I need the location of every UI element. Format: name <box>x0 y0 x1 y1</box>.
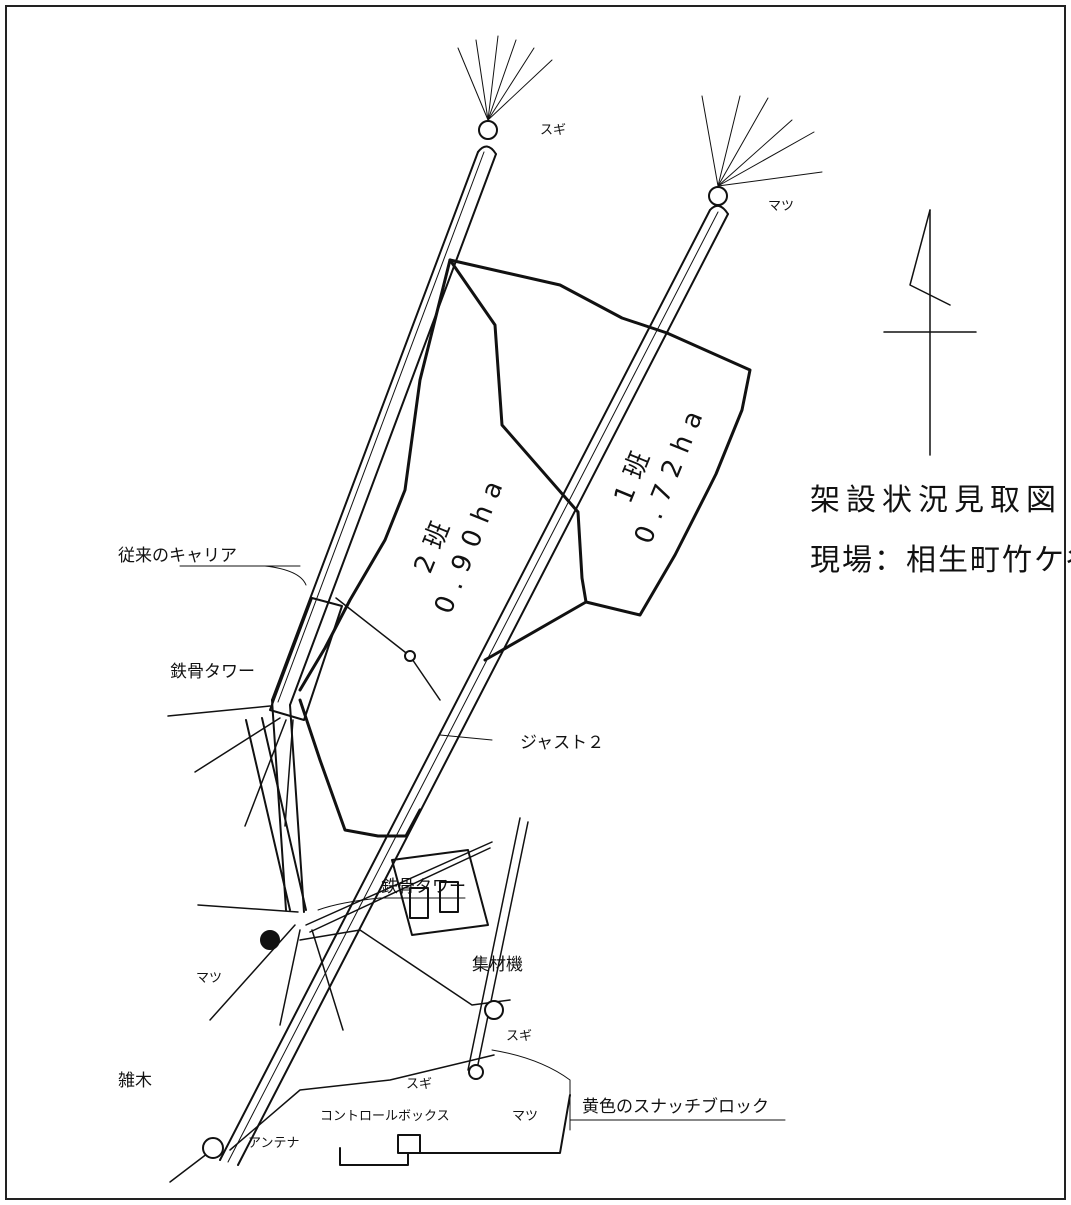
label-antenna: アンテナ <box>248 1136 299 1151</box>
label-snatch-block: 黄色のスナッチブロック <box>582 1096 769 1117</box>
label-zatsuboku: 雑木 <box>118 1071 152 1091</box>
page-border <box>5 5 1066 1200</box>
label-sugi-top: スギ <box>540 123 566 138</box>
north-arrow <box>883 209 977 456</box>
plot-2-label: 2班 0.90ha <box>409 468 513 619</box>
snatch-lines <box>229 817 529 1151</box>
fan-top-left <box>457 35 553 121</box>
label-matsu-right: マツ <box>512 1109 538 1124</box>
carrier-box <box>269 597 343 721</box>
leader-lines <box>179 565 786 1131</box>
tree-nodes <box>202 120 728 1159</box>
yarder <box>391 849 489 936</box>
left-corridor <box>271 145 497 706</box>
plot-1-label: 1班 0.72ha <box>609 398 713 549</box>
plot-boundary <box>298 258 752 838</box>
label-conventional-carrier: 従来のキャリア <box>118 546 237 566</box>
label-matsu-left: マツ <box>196 971 222 986</box>
label-control-box: コントロールボックス <box>320 1109 450 1124</box>
fan-top-right <box>701 95 823 187</box>
label-matsu-top: マツ <box>768 199 794 214</box>
label-sugi-right: スギ <box>506 1029 532 1044</box>
guy-lines <box>167 597 441 1183</box>
diagram-title: 架設状況見取図 <box>810 483 1062 518</box>
label-yarder: 集材機 <box>472 955 523 975</box>
label-steel-tower-bottom: 鉄骨タワー <box>381 877 466 897</box>
site-name: 現場：相生町竹ケ谷 <box>810 543 1071 578</box>
label-steel-tower-top: 鉄骨タワー <box>170 662 255 682</box>
lower-left-corridor <box>245 699 307 913</box>
control-box <box>339 1094 571 1166</box>
right-corridor <box>219 204 729 1166</box>
label-just2: ジャスト２ <box>520 733 604 753</box>
label-sugi-mid: スギ <box>406 1077 432 1092</box>
